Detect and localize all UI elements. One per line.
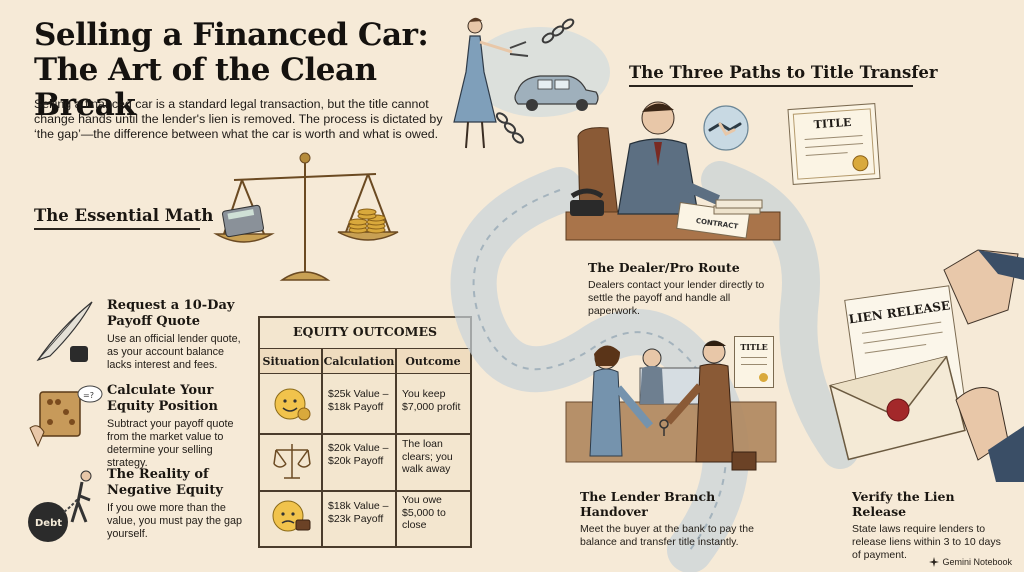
table-row-2-outcome: The loan clears; you walk away <box>402 438 453 475</box>
abacus-icon: =? <box>29 385 103 448</box>
step-equity-position-body: Subtract your payoff quote from the mark… <box>107 418 234 469</box>
path-lender-branch: The Lender Branch Handover Meet the buye… <box>580 489 780 549</box>
intro-paragraph: Selling a financed car is a standard leg… <box>34 97 443 141</box>
essential-math-heading: The Essential Math <box>34 206 214 225</box>
quill-pen-icon <box>36 301 93 362</box>
path-verify-lien-body: State laws require lenders to release li… <box>852 523 1001 561</box>
telephone-icon <box>570 188 604 216</box>
worried-face-wallet-icon <box>272 500 311 532</box>
path-dealer-route-body: Dealers contact your lender directly to … <box>588 279 765 317</box>
keys-icon <box>659 419 669 436</box>
table-row-2-calculation: $20k Value – $20k Payoff <box>328 442 389 467</box>
footer-brand-text: Gemini Notebook <box>942 557 1012 567</box>
table-row-1-calculation: $25k Value – $18k Payoff <box>328 388 389 413</box>
wax-seal-icon <box>886 398 910 422</box>
three-paths-heading: The Three Paths to Title Transfer <box>629 63 938 82</box>
svg-text:=?: =? <box>83 391 94 400</box>
path-lender-branch-body: Meet the buyer at the bank to pay the ba… <box>580 523 754 548</box>
equity-outcomes-table: EQUITY OUTCOMES Situation Calculation Ou… <box>258 316 472 548</box>
page-title: Selling a Financed Car: The Art of the C… <box>34 18 434 123</box>
happy-money-face-icon <box>274 388 311 421</box>
envelope-hands-illustration <box>829 249 1024 482</box>
path-dealer-route: The Dealer/Pro Route Dealers contact you… <box>588 260 778 318</box>
title-line-1: Selling a Financed Car: <box>34 17 429 53</box>
step-negative-equity-body: If you owe more than the value, you must… <box>107 502 243 540</box>
balance-scale-icon <box>273 444 311 479</box>
footer-branding: Gemini Notebook <box>929 557 1012 567</box>
step-equity-position: Calculate Your Equity Position Subtract … <box>107 383 255 470</box>
sparkle-icon <box>929 557 940 567</box>
table-row-3-calculation: $18k Value – $23k Payoff <box>328 500 389 525</box>
step-payoff-quote: Request a 10-Day Payoff Quote Use an off… <box>107 298 247 372</box>
step-negative-equity: The Reality of Negative Equity If you ow… <box>107 467 247 541</box>
bank-title-label: TITLE <box>740 342 768 352</box>
table-row-1-outcome: You keep $7,000 profit <box>402 388 461 413</box>
path-lender-branch-title: The Lender Branch Handover <box>580 489 716 519</box>
path-dealer-route-title: The Dealer/Pro Route <box>588 260 740 275</box>
broken-chain-icon <box>495 18 575 144</box>
bank-handover-illustration <box>565 340 777 471</box>
essential-math-underline <box>34 228 200 230</box>
step-negative-equity-title: The Reality of Negative Equity <box>107 467 223 498</box>
step-equity-position-title: Calculate Your Equity Position <box>107 383 218 414</box>
column-header-calculation: Calculation <box>322 348 396 374</box>
path-verify-lien-release: Verify the Lien Release State laws requi… <box>852 489 1012 562</box>
column-header-situation: Situation <box>260 348 322 374</box>
three-paths-underline <box>629 85 913 87</box>
woman-figure <box>453 17 529 149</box>
calculator-icon <box>222 204 264 238</box>
vintage-car-icon <box>514 75 599 111</box>
title-line-2: The Art of the Clean Break <box>34 52 377 123</box>
debt-weight-label: Debt <box>35 518 62 529</box>
woman-cutting-chain-illustration <box>453 17 610 149</box>
balance-scale-illustration <box>213 152 399 281</box>
debt-ball-chain-icon: Debt <box>28 470 92 542</box>
step-payoff-quote-body: Use an official lender quote, as your ac… <box>107 333 241 371</box>
title-document-icon: TITLE <box>787 103 881 185</box>
dealer-at-desk-illustration: CONTRACT <box>565 101 781 241</box>
equity-table-title: EQUITY OUTCOMES <box>292 324 438 339</box>
handshake-icon <box>703 105 749 151</box>
coin-stack-icon <box>348 208 386 234</box>
table-row-3-outcome: You owe $5,000 to close <box>402 494 446 531</box>
path-verify-lien-title: Verify the Lien Release <box>852 489 955 519</box>
bank-title-document-icon: TITLE <box>734 336 774 388</box>
column-header-outcome: Outcome <box>396 348 470 374</box>
step-payoff-quote-title: Request a 10-Day Payoff Quote <box>107 298 235 329</box>
